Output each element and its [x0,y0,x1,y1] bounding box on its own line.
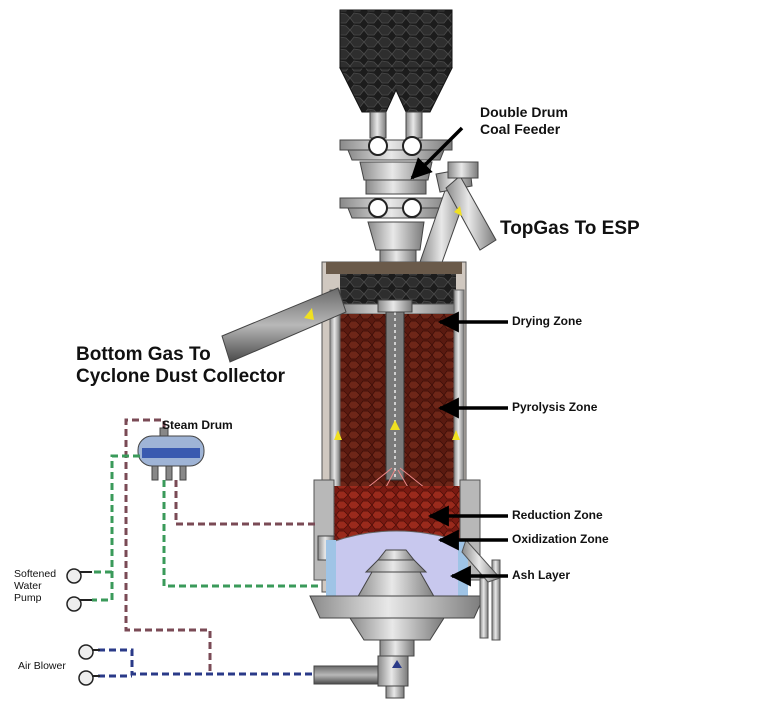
bottom-gas-label: Bottom Gas To Cyclone Dust Collector [76,344,285,388]
steam-lines [124,418,318,672]
gasifier-shell [309,261,501,699]
air-lines [98,648,314,678]
pyrolysis-zone-label: Pyrolysis Zone [512,400,598,414]
water-pump-icon [66,568,92,612]
coal-feeder-line-2: Coal Feeder [480,121,561,137]
bottom-gas-pipe [221,287,347,363]
coal-feeder-line-1: Double Drum [480,104,568,120]
callout-arrows [410,126,508,587]
oxidization-zone-label: Oxidization Zone [512,532,609,546]
coal-hopper [339,9,453,113]
top-gas-label: TopGas To ESP [500,218,640,239]
softened-water-pump-line-1: Softened [14,568,57,580]
softened-water-pump-line-3: Pump [14,592,42,604]
water-lines [92,454,318,602]
steam-drum [137,427,205,481]
coal-feeder-label: Double Drum Coal Feeder [480,104,568,138]
softened-water-pump-label: Softened Water Pump [14,568,56,604]
steam-drum-label: Steam Drum [162,418,233,432]
bottom-gas-line-1: Bottom Gas To [76,344,211,365]
reduction-zone-label: Reduction Zone [512,508,603,522]
air-blower-icon [78,644,100,686]
air-blower-label: Air Blower [18,660,66,672]
bottom-gas-line-2: Cyclone Dust Collector [76,366,286,387]
ash-layer-label: Ash Layer [512,568,571,582]
top-gas-pipe [419,161,497,269]
softened-water-pump-line-2: Water [14,580,42,592]
drying-zone-label: Drying Zone [512,314,583,328]
double-drum-feeder [339,111,453,265]
